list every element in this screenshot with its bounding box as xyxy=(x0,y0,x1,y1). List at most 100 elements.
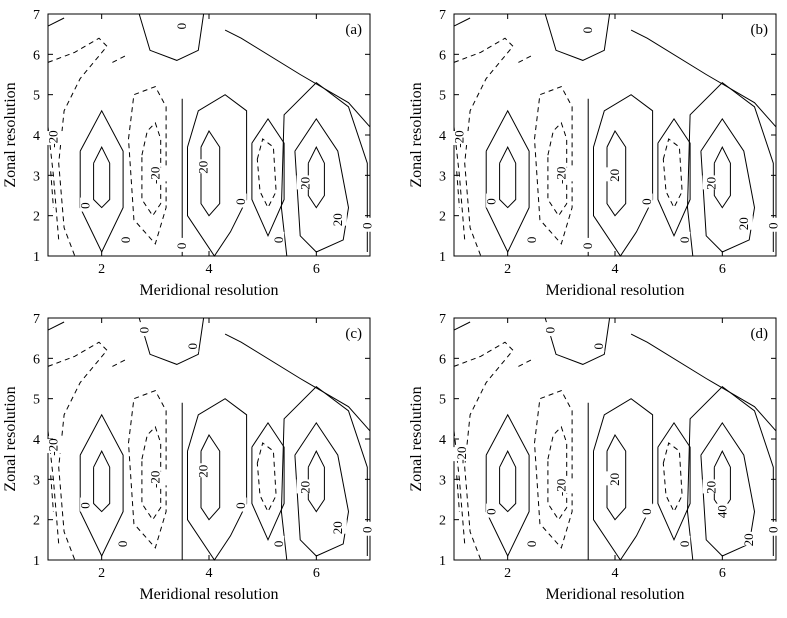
x-tick-label: 6 xyxy=(719,262,726,277)
solid-contour-6 xyxy=(657,421,691,542)
contour-label: 0 xyxy=(115,541,130,548)
contour-label-bg xyxy=(486,503,498,518)
dashed-contour-6 xyxy=(50,171,54,208)
contour-label: 0 xyxy=(118,237,133,244)
x-tick-label: 4 xyxy=(206,566,213,581)
contour-label: 0 xyxy=(233,502,248,509)
contour-label: 0 xyxy=(580,27,595,33)
contour-label: 0 xyxy=(524,541,539,548)
contour-label-bg xyxy=(449,447,475,462)
contour-label-bg xyxy=(593,338,605,353)
contour-label: -20 xyxy=(553,479,568,496)
contour-label-bg xyxy=(194,159,213,174)
contour-label: 0 xyxy=(359,223,374,230)
contour-label-bg xyxy=(526,535,538,550)
contour-label-bg xyxy=(679,535,691,550)
solid-contour-4 xyxy=(593,398,654,561)
contour-label: 20 xyxy=(607,473,622,486)
solid-contour-0 xyxy=(544,13,611,61)
contour-label: 20 xyxy=(196,161,211,174)
solid-contour-7 xyxy=(686,385,774,561)
solid-contour-4 xyxy=(187,94,248,257)
y-tick-label: 1 xyxy=(33,250,40,265)
y-tick-label: 3 xyxy=(439,169,446,184)
contour-label: 20 xyxy=(704,177,719,190)
solid-contour-1 xyxy=(485,109,530,254)
contour-label-bg xyxy=(545,322,557,337)
panel-label: (c) xyxy=(345,326,362,342)
contour-label: 20 xyxy=(607,169,622,182)
y-tick-label: 2 xyxy=(33,514,40,529)
contour-label: -20 xyxy=(45,438,60,455)
contour-label-bg xyxy=(641,193,653,208)
x-tick-label: 4 xyxy=(612,566,619,581)
contour-lines xyxy=(453,317,777,561)
x-axis-label: Meridional resolution xyxy=(139,586,278,603)
dashed-contour-1 xyxy=(47,430,60,544)
dashed-contour-1 xyxy=(453,430,466,544)
contour-label-bg xyxy=(767,217,779,232)
y-tick-label: 5 xyxy=(439,89,446,104)
solid-contour-5 xyxy=(200,130,221,217)
solid-contour-0 xyxy=(544,317,611,365)
solid-contour-10 xyxy=(630,333,777,432)
dashed-contour-1 xyxy=(453,126,466,240)
panel-label: (b) xyxy=(751,22,769,38)
contour-label: 0 xyxy=(174,243,189,250)
y-tick-label: 6 xyxy=(33,48,40,63)
contour-label-bg xyxy=(235,193,247,208)
solid-contour-10 xyxy=(224,29,371,128)
contour-label-bg xyxy=(235,497,247,512)
plot-frame xyxy=(47,13,371,257)
dashed-contour-2 xyxy=(518,53,535,63)
contour-label-bg xyxy=(486,193,498,208)
solid-contour-2 xyxy=(93,145,111,209)
contour-label-bg xyxy=(641,503,653,518)
dashed-contour-5 xyxy=(256,138,277,209)
contour-label: 0 xyxy=(185,343,200,350)
contour-label-bg xyxy=(446,131,472,146)
solid-contour-5 xyxy=(200,434,221,521)
y-tick-label: 3 xyxy=(33,169,40,184)
contour-label-bg xyxy=(702,175,721,190)
contour-label-bg xyxy=(40,439,66,454)
solid-contour-11 xyxy=(453,321,471,331)
solid-contour-7 xyxy=(280,385,368,561)
x-axis-label: Meridional resolution xyxy=(545,586,684,603)
contour-label-bg xyxy=(142,167,168,182)
dashed-contour-6 xyxy=(456,171,460,208)
solid-contour-0 xyxy=(138,317,205,365)
solid-contour-5 xyxy=(606,434,627,521)
y-tick-label: 1 xyxy=(439,554,446,569)
contour-label-bg xyxy=(526,231,538,246)
solid-contour-7 xyxy=(280,81,368,257)
contour-label: 20 xyxy=(298,177,313,190)
y-tick-label: 2 xyxy=(33,210,40,225)
dashed-contour-5 xyxy=(662,138,683,209)
y-tick-label: 3 xyxy=(33,473,40,488)
solid-contour-11 xyxy=(47,17,65,27)
contour-label-bg xyxy=(187,338,199,353)
contour-lines xyxy=(47,317,371,561)
dashed-contour-5 xyxy=(256,442,277,513)
contour-label: 0 xyxy=(543,327,558,334)
contour-label: -20 xyxy=(45,130,60,147)
contour-label: 0 xyxy=(639,508,654,514)
solid-contour-6 xyxy=(251,117,285,238)
solid-contour-11 xyxy=(47,321,65,331)
contour-label-bg xyxy=(194,463,213,478)
contour-label-bg xyxy=(139,322,151,337)
contour-label: 40 xyxy=(714,505,729,518)
y-tick-label: 1 xyxy=(33,554,40,569)
x-tick-label: 2 xyxy=(98,566,105,581)
contour-label-bg xyxy=(273,535,285,550)
solid-contour-11 xyxy=(453,17,471,27)
contour-label-bg xyxy=(606,167,624,182)
dashed-contour-3 xyxy=(534,85,573,245)
contour-label-bg xyxy=(117,535,129,550)
contour-label-bg xyxy=(548,167,574,182)
y-tick-label: 5 xyxy=(33,393,40,408)
dashed-contour-5 xyxy=(662,442,683,513)
